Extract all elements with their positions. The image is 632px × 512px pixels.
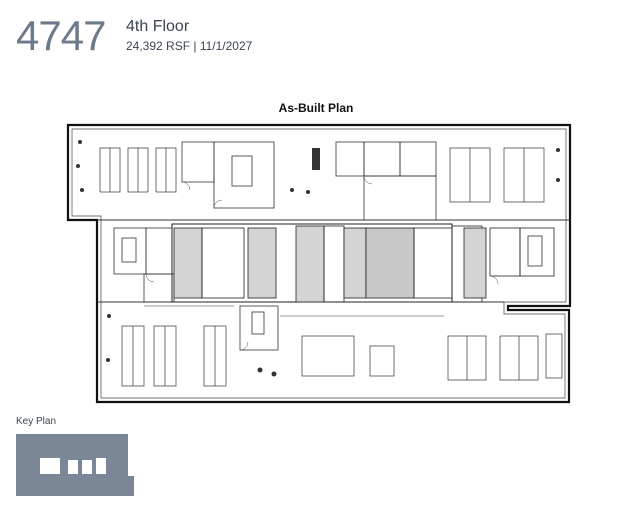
mechanical-room (365, 227, 415, 299)
building-outline (66, 123, 572, 404)
reception-desk (312, 148, 320, 170)
key-plan-label: Key Plan (16, 416, 57, 427)
room (113, 227, 147, 275)
room (489, 227, 521, 277)
room (213, 141, 275, 209)
floor-name: 4th Floor (126, 18, 190, 35)
lobby (323, 225, 345, 303)
workstations (99, 147, 563, 387)
restroom (413, 227, 453, 299)
elevator-bank (247, 227, 277, 299)
conference-table (121, 237, 137, 263)
room (363, 175, 437, 221)
room (181, 141, 215, 183)
restroom (201, 227, 245, 299)
conference-table (251, 311, 265, 335)
room (143, 273, 175, 303)
room (145, 227, 173, 275)
floor-plan-drawing (66, 123, 572, 404)
room (519, 227, 555, 277)
floor-details: 24,392 RSF | 11/1/2027 (126, 39, 253, 53)
stairwell (173, 227, 203, 299)
key-plan-core (40, 458, 106, 474)
building-inner-outline (71, 128, 567, 399)
furniture-seating (76, 140, 560, 377)
room (399, 141, 437, 177)
elevator-bank (343, 227, 367, 299)
building-number: 4747 (16, 12, 106, 59)
key-plan-diagram (16, 434, 134, 496)
room (363, 141, 401, 177)
elevator-bank (295, 225, 325, 303)
stairwell (463, 227, 487, 299)
conference-table (527, 235, 543, 267)
conference-table (231, 155, 253, 187)
room (239, 305, 279, 351)
doors (145, 175, 499, 351)
plan-title: As-Built Plan (278, 101, 354, 115)
room (335, 141, 365, 177)
